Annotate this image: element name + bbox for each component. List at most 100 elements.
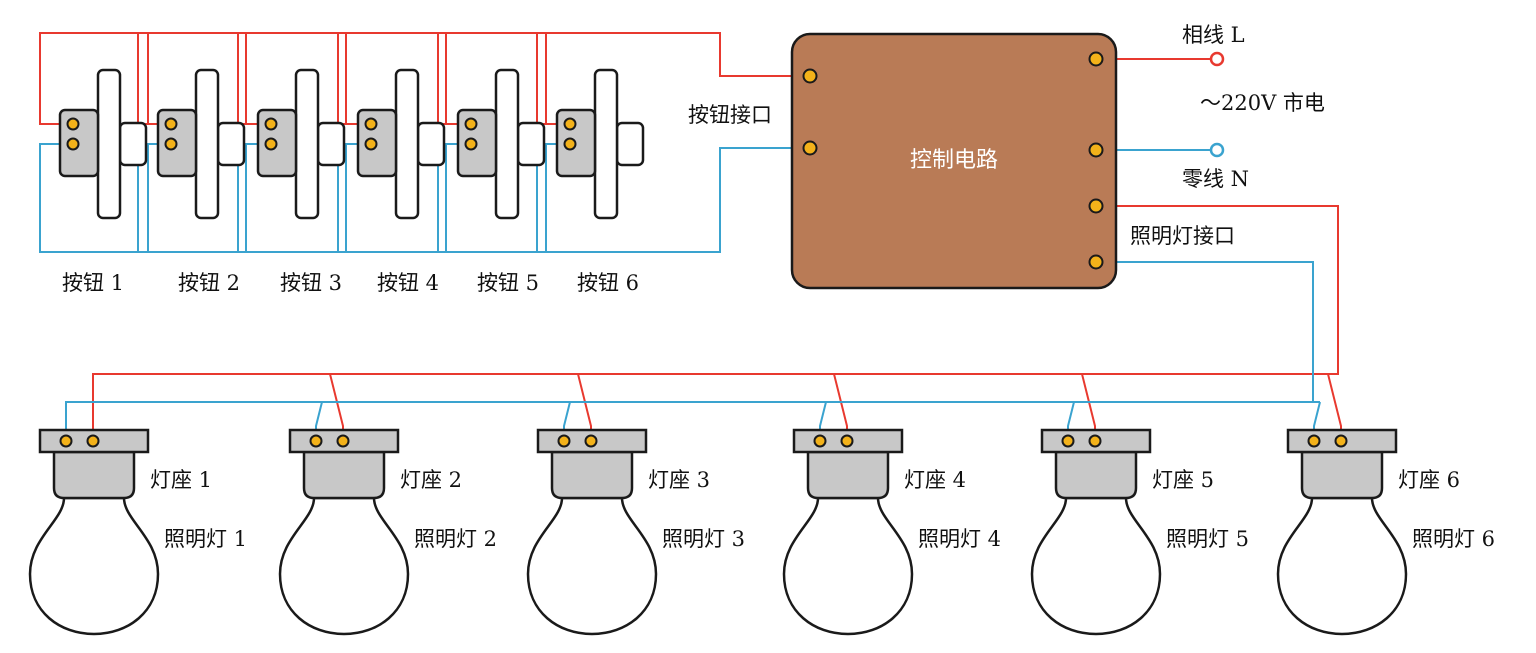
socket-terminal-neutral — [309, 434, 323, 448]
lamp-interface-terminal-phase — [1088, 198, 1104, 214]
button-label: 按钮 5 — [477, 271, 539, 295]
lamp-5: 灯座 5 照明灯 5 — [1030, 428, 1249, 636]
lamps: 灯座 1 照明灯 1 灯座 2 照明灯 2 灯座 3 照明灯 3 灯座 4 照明灯 4 灯座 5… — [28, 428, 1495, 636]
button-label: 按钮 4 — [377, 271, 439, 295]
neutral-line-label: 零线 N — [1182, 167, 1249, 191]
lamp-neutral-wire — [65, 401, 322, 440]
button-plate — [494, 68, 520, 220]
lamp-socket-body — [806, 450, 890, 500]
socket-terminal-phase — [1088, 434, 1102, 448]
lamp-socket-body — [1300, 450, 1384, 500]
lamp-interface-neutral-wire — [1096, 261, 1320, 403]
socket-terminal-phase — [840, 434, 854, 448]
light-bulb — [526, 496, 658, 636]
light-bulb — [28, 496, 160, 636]
lamp-label: 照明灯 5 — [1166, 527, 1249, 551]
button-terminal-phase — [464, 117, 478, 131]
button-knob — [615, 121, 645, 167]
button-terminal-phase — [66, 117, 80, 131]
lamp-socket-label: 灯座 3 — [648, 468, 710, 492]
lamp-label: 照明灯 4 — [918, 527, 1001, 551]
push-button-3: 按钮 3 — [256, 68, 346, 295]
lamp-interface-terminal-neutral — [1088, 254, 1104, 270]
lamp-label: 照明灯 3 — [662, 527, 745, 551]
lamp-socket-body — [1054, 450, 1138, 500]
socket-terminal-phase — [336, 434, 350, 448]
lamp-socket-body — [302, 450, 386, 500]
button-label: 按钮 2 — [178, 271, 240, 295]
button-label: 按钮 1 — [62, 271, 124, 295]
lamp-socket-label: 灯座 4 — [904, 468, 966, 492]
lamp-label: 照明灯 1 — [164, 527, 247, 551]
button-knob — [416, 121, 446, 167]
button-terminal-phase — [563, 117, 577, 131]
buttons: 按钮 1 按钮 2 按钮 3 按钮 4 按钮 5 按钮 6 — [58, 68, 645, 295]
button-label: 按钮 3 — [280, 271, 342, 295]
button-terminal-phase — [364, 117, 378, 131]
push-button-2: 按钮 2 — [156, 68, 246, 295]
socket-terminal-neutral — [1061, 434, 1075, 448]
lamp-socket-label: 灯座 1 — [150, 468, 212, 492]
push-button-5: 按钮 5 — [456, 68, 546, 295]
button-terminal-neutral — [264, 137, 278, 151]
socket-terminal-phase — [86, 434, 100, 448]
light-bulb — [278, 496, 410, 636]
button-terminal-neutral — [563, 137, 577, 151]
mains-label: ～220V 市电 — [1200, 91, 1325, 115]
lamp-socket-label: 灯座 2 — [400, 468, 462, 492]
lamp-3: 灯座 3 照明灯 3 — [526, 428, 745, 636]
button-plate — [294, 68, 320, 220]
button-knob — [216, 121, 246, 167]
button-plate — [194, 68, 220, 220]
light-bulb — [1030, 496, 1162, 636]
button-terminal-phase — [264, 117, 278, 131]
button-terminal-phase — [164, 117, 178, 131]
lamp-interface-label: 照明灯接口 — [1130, 224, 1235, 248]
lamp-interface-phase-wire — [1096, 205, 1339, 375]
button-terminal-neutral — [164, 137, 178, 151]
button-interface-terminal-neutral — [802, 140, 818, 156]
push-button-6: 按钮 6 — [555, 68, 645, 295]
button-plate — [96, 68, 122, 220]
push-button-1: 按钮 1 — [58, 68, 148, 295]
button-knob — [516, 121, 546, 167]
lamp-label: 照明灯 2 — [414, 527, 497, 551]
button-terminal-neutral — [66, 137, 80, 151]
neutral-input-terminal — [1088, 142, 1104, 158]
phase-line-label: 相线 L — [1182, 23, 1245, 47]
button-terminal-neutral — [464, 137, 478, 151]
button-knob — [118, 121, 148, 167]
lamp-socket-body — [550, 450, 634, 500]
button-knob — [316, 121, 346, 167]
socket-terminal-neutral — [1307, 434, 1321, 448]
socket-terminal-neutral — [557, 434, 571, 448]
control-circuit-body — [790, 32, 1118, 290]
button-label: 按钮 6 — [577, 271, 639, 295]
light-bulb — [782, 496, 914, 636]
lamp-socket-label: 灯座 5 — [1152, 468, 1214, 492]
phase-line-endpoint — [1209, 51, 1225, 67]
lamp-socket-body — [52, 450, 136, 500]
lamp-phase-wire — [92, 373, 330, 440]
socket-terminal-phase — [1334, 434, 1348, 448]
button-plate — [593, 68, 619, 220]
phase-input-terminal — [1088, 51, 1104, 67]
lamp-2: 灯座 2 照明灯 2 — [278, 428, 497, 636]
button-interface-label: 按钮接口 — [688, 103, 772, 127]
button-plate — [394, 68, 420, 220]
button-interface-terminal-phase — [802, 68, 818, 84]
socket-terminal-neutral — [813, 434, 827, 448]
neutral-line-endpoint — [1209, 142, 1225, 158]
socket-terminal-neutral — [59, 434, 73, 448]
lamp-1: 灯座 1 照明灯 1 — [28, 428, 247, 636]
socket-terminal-phase — [584, 434, 598, 448]
button-terminal-neutral — [364, 137, 378, 151]
lamp-label: 照明灯 6 — [1412, 527, 1495, 551]
push-button-4: 按钮 4 — [356, 68, 446, 295]
control-circuit-box: 控制电路 — [790, 32, 1118, 290]
light-bulb — [1276, 496, 1408, 636]
control-circuit-label: 控制电路 — [910, 148, 998, 173]
lamp-4: 灯座 4 照明灯 4 — [782, 428, 1001, 636]
